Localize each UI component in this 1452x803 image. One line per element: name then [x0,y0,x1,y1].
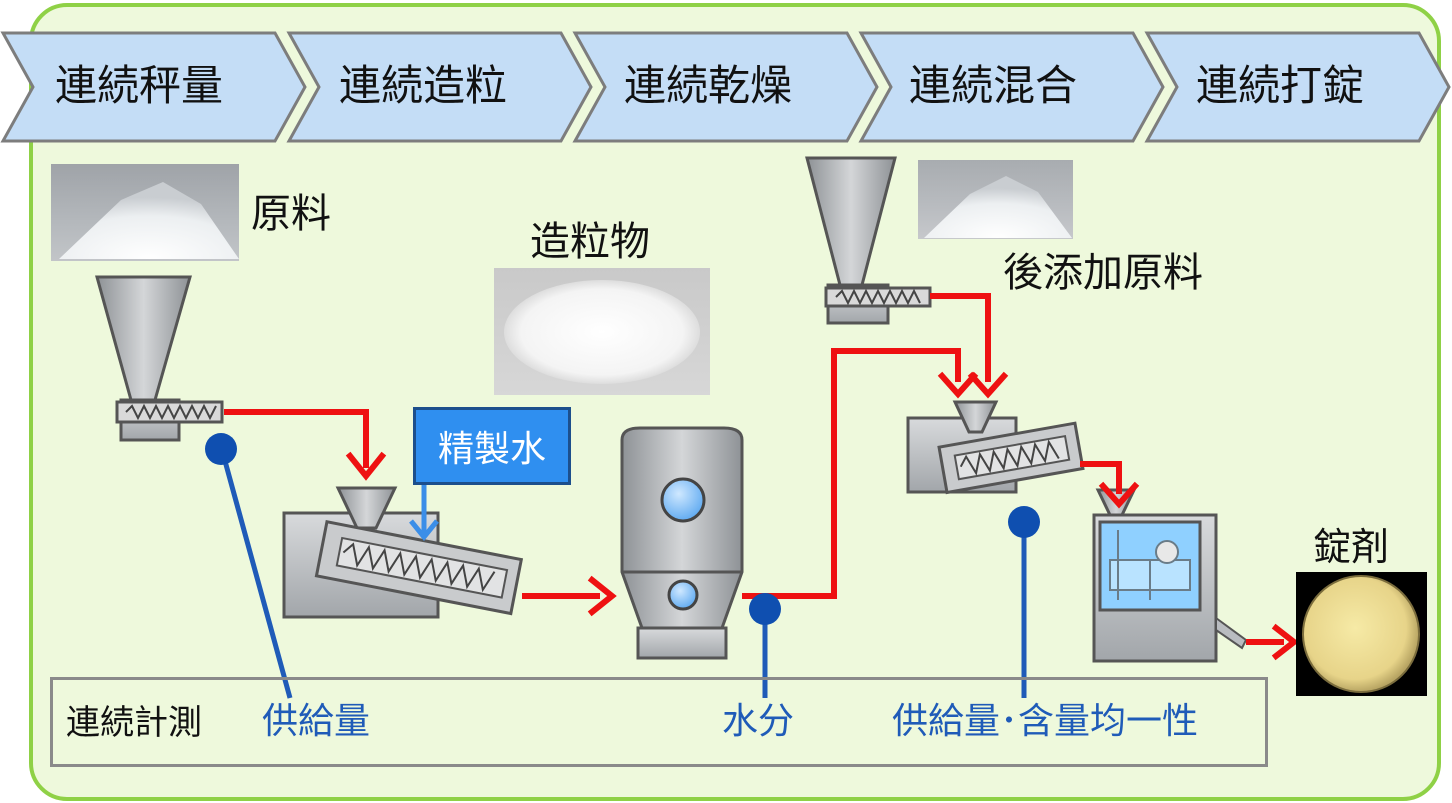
measure-label-moisture: 水分 [722,701,795,742]
flow-arrow-dryer-to-mixer [742,348,961,599]
additive-powder-photo [918,160,1073,239]
flow-arrow-mixer-to-press [1080,461,1122,494]
tablet-press [1092,488,1248,663]
mixer [906,400,1085,495]
step-label-weighing: 連続秤量 [55,61,224,110]
granules-photo [494,268,710,395]
raw-material-label: 原料 [251,191,331,237]
arrowhead-4 [967,371,1009,399]
step-label-tableting: 連続打錠 [1196,61,1365,110]
measure-point-feed-1 [205,433,237,465]
arrowhead-3 [937,371,979,399]
raw-powder-photo [51,164,239,261]
step-chevron-5 [1144,31,1451,143]
step-label-mixing: 連続混合 [909,61,1078,110]
measure-line-feed-1 [219,449,293,699]
step-label-drying: 連続乾燥 [624,61,793,110]
measure-point-moisture [749,593,781,625]
additive-feeder [805,156,932,325]
raw-feeder [95,275,224,442]
tablet-photo [1296,572,1427,696]
purified-water-box: 精製水 [413,407,571,485]
flow-arrow-additive-to-mixer [930,293,991,382]
granulator [282,486,524,619]
measure-point-feed-2 [1008,506,1040,538]
dryer [620,426,744,660]
arrowhead-6 [1271,623,1299,661]
step-chevron-4 [858,31,1165,143]
arrowhead-1 [345,451,387,481]
step-chevron-3 [572,31,879,143]
granules-label: 造粒物 [530,219,650,265]
continuous-measurement-panel [50,677,1268,767]
additive-material-label: 後添加原料 [1003,250,1203,296]
purified-water-label: 精製水 [437,429,546,470]
step-label-granulation: 連続造粒 [339,61,508,110]
arrowhead-2 [587,575,617,617]
step-chevron-1 [0,31,307,143]
measurement-title: 連続計測 [66,703,202,743]
arrowhead-5 [1098,481,1140,509]
tablet-label: 錠剤 [1313,525,1390,569]
water-arrow [409,485,439,541]
measure-label-feed-uniformity: 供給量･含量均一性 [892,701,1199,742]
flow-arrow-raw-to-granulator [224,409,369,468]
measure-label-feed-rate: 供給量 [262,701,371,742]
step-chevron-2 [286,31,593,143]
